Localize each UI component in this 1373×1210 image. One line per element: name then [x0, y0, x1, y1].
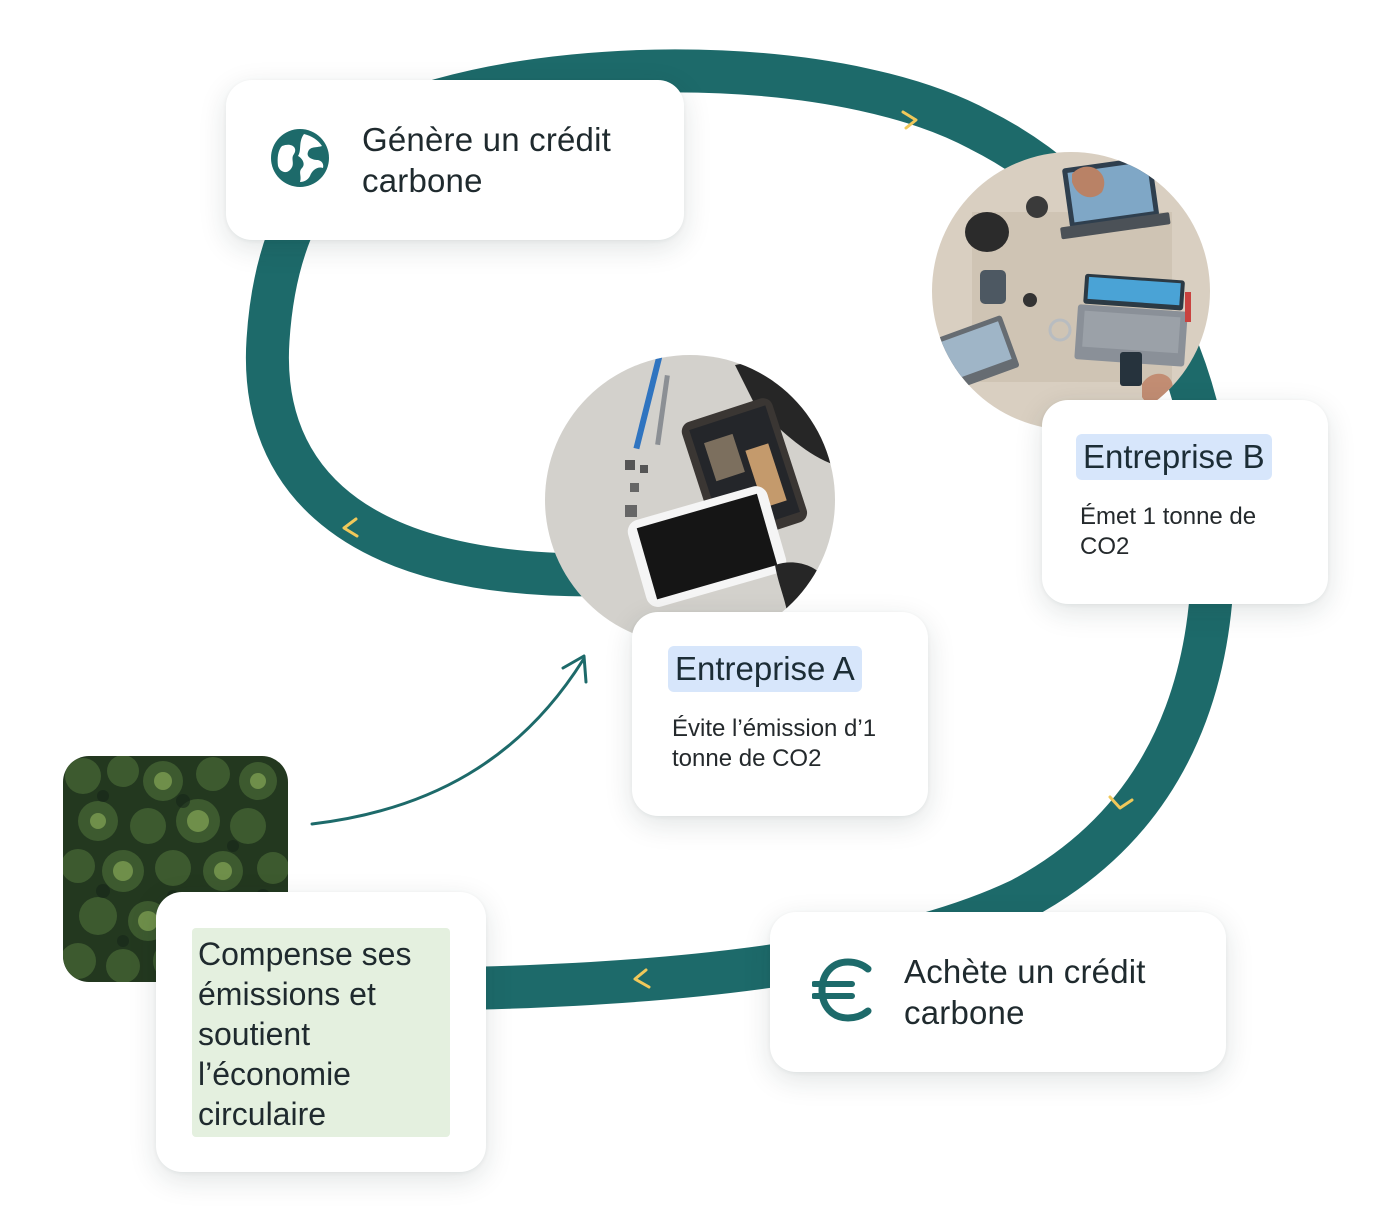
chevron-top [901, 110, 918, 130]
company-b-card: Entreprise B Émet 1 tonne de CO2 [1042, 400, 1328, 604]
step-achete-title: Achète un crédit carbone [904, 953, 1146, 1031]
company-b-description: Émet 1 tonne de CO2 [1080, 503, 1257, 560]
step-compense-card: Compense ses émissions et soutient l’éco… [156, 892, 486, 1172]
chevron-bottom [633, 968, 651, 989]
step-genere-card: Génère un crédit carbone [226, 80, 684, 240]
company-a-card: Entreprise A Évite l’émission d’1 tonne … [632, 612, 928, 816]
globe-icon [268, 126, 332, 195]
chevron-right [1108, 795, 1134, 810]
link-arrow-head [561, 654, 588, 684]
company-a-description: Évite l’émission d’1 tonne de CO2 [672, 715, 877, 772]
step-achete-card: Achète un crédit carbone [770, 912, 1226, 1072]
chevron-left [342, 517, 359, 538]
step-compense-title: Compense ses émissions et soutient l’éco… [192, 928, 450, 1137]
link-arrow [310, 658, 585, 826]
phone-repair-photo [545, 355, 835, 645]
euro-icon [811, 957, 878, 1028]
step-genere-title: Génère un crédit carbone [362, 121, 612, 199]
office-laptops-photo [932, 152, 1210, 430]
company-a-name: Entreprise A [668, 646, 862, 692]
company-b-name: Entreprise B [1076, 434, 1272, 480]
